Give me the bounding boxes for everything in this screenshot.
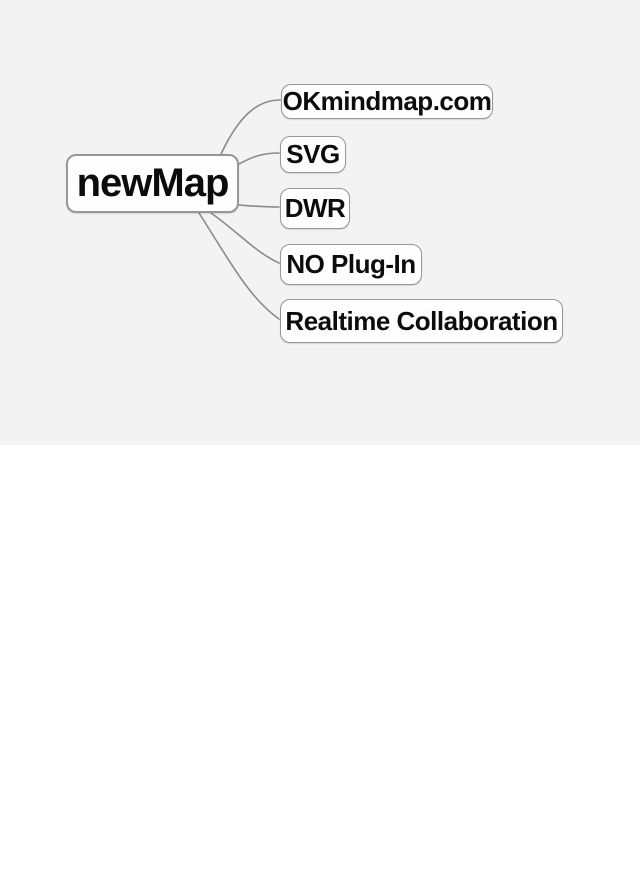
child-node-noplugin[interactable]: NO Plug-In — [280, 244, 422, 285]
child-node-svg[interactable]: SVG — [280, 136, 346, 173]
child-node-label: SVG — [286, 139, 340, 169]
bottom-strip — [0, 890, 640, 894]
child-node-label: DWR — [284, 193, 346, 223]
child-node-dwr[interactable]: DWR — [280, 188, 350, 229]
root-node-newmap[interactable]: newMap — [66, 154, 239, 213]
child-node-label: NO Plug-In — [286, 249, 416, 279]
root-node-label: newMap — [76, 161, 230, 205]
child-node-okmindmap[interactable]: OKmindmap.com — [281, 84, 493, 119]
connector-root-realtime — [198, 212, 280, 320]
child-node-label: OKmindmap.com — [282, 86, 492, 116]
mindmap-canvas[interactable]: newMap OKmindmap.com SVG DWR NO Plug-In … — [0, 0, 640, 445]
connector-root-dwr — [238, 204, 280, 208]
connector-root-svg — [238, 152, 280, 165]
connector-root-okmindmap — [220, 99, 281, 155]
child-node-realtime-collaboration[interactable]: Realtime Collaboration — [280, 299, 563, 343]
child-node-label: Realtime Collaboration — [285, 305, 558, 336]
connector-root-noplugin — [210, 212, 280, 264]
